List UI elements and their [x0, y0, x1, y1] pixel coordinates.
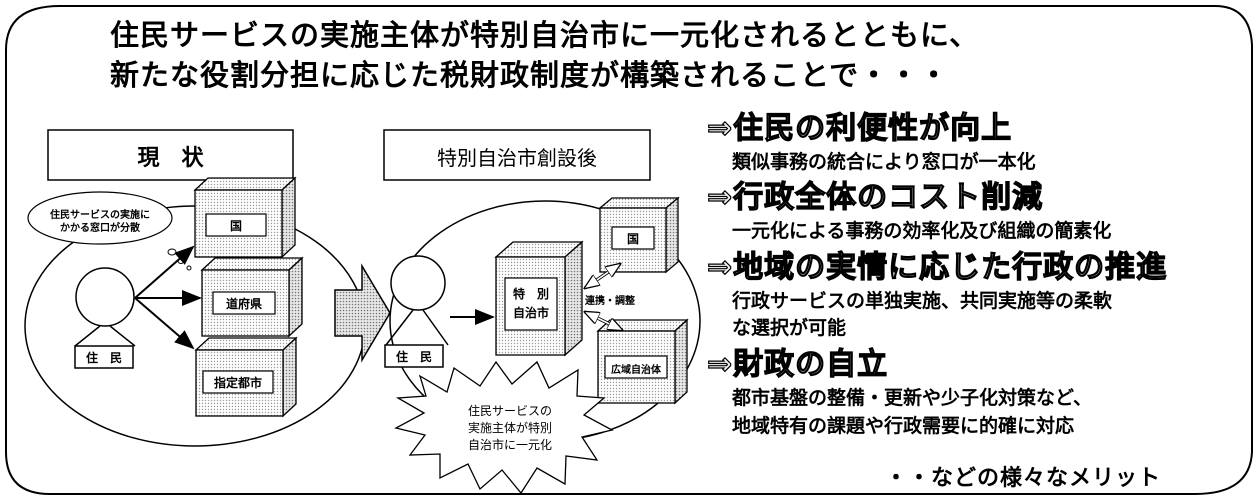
- burst-line-1: 住民サービスの: [467, 404, 552, 418]
- current-title-box: [47, 129, 294, 181]
- resident-head-mid: [390, 255, 446, 311]
- special-city-label-2: 自治市: [512, 306, 549, 320]
- box-prefecture-current: [200, 256, 304, 338]
- box-country-after: [598, 196, 680, 274]
- resident-label-mid: 住 民: [395, 350, 432, 364]
- benefit-detail-regional-1: 行政サービスの単独実施、共同実施等の柔軟: [732, 290, 1113, 312]
- prefecture-label: 道府県: [225, 297, 262, 311]
- benefit-detail-cost: 一元化による事務の効率化及び組織の簡素化: [732, 220, 1112, 242]
- benefit-detail-fiscal-1: 都市基盤の整備・更新や少子化対策など、: [732, 387, 1093, 409]
- benefit-title-cost: ⇒行政全体のコスト削減: [706, 179, 1044, 215]
- thought-cloud: [27, 191, 173, 245]
- box-country-current: [193, 176, 297, 259]
- resident-box-mid: [384, 344, 444, 368]
- regional-body-label: 広域自治体: [611, 365, 661, 376]
- headline-line-2: 新たな役割分担に応じた税財政制度が構築されることで・・・: [110, 58, 950, 92]
- thought-bubble-line-1: 住民サービスの実施に: [50, 210, 150, 221]
- benefit-detail-regional-2: な選択が可能: [732, 317, 847, 339]
- burst-line-3: 自治市に一元化: [467, 438, 552, 452]
- transition-arrow: [334, 263, 391, 363]
- resident-box-left: [74, 345, 134, 369]
- thought-bubble-line-2: かかる窓口が分散: [60, 223, 140, 234]
- resident-head-left: [75, 267, 135, 327]
- resident-label-left: 住 民: [85, 351, 122, 365]
- benefit-title-regional: ⇒地域の実情に応じた行政の推進: [706, 249, 1168, 285]
- burst-callout: [394, 360, 614, 495]
- benefit-title-convenience: ⇒住民の利便性が向上: [706, 110, 1013, 146]
- special-city-label-1: 特 別: [512, 287, 549, 301]
- headline-line-1: 住民サービスの実施主体が特別自治市に一元化されるとともに、: [110, 18, 980, 52]
- after-title: 特別自治市創設後: [437, 146, 597, 170]
- box-special-city: [494, 240, 584, 357]
- burst-line-2: 実施主体が特別: [467, 421, 552, 435]
- benefit-detail-fiscal-2: 地域特有の課題や行政需要に的確に対応: [732, 415, 1075, 437]
- cooperation-label: 連携・調整: [585, 296, 635, 307]
- benefit-title-fiscal: ⇒財政の自立: [706, 346, 889, 382]
- outer-frame: [5, 5, 1253, 495]
- designated-city-label: 指定都市: [213, 376, 262, 390]
- footer-note: ・・などの様々なメリット: [885, 466, 1162, 491]
- country-label-after: 国: [626, 232, 639, 246]
- after-title-box: [383, 129, 651, 181]
- country-label-current: 国: [229, 219, 242, 233]
- current-title: 現 状: [137, 146, 204, 171]
- box-designated-city-current: [194, 336, 298, 418]
- benefit-detail-convenience: 類似事務の統合により窓口が一本化: [732, 151, 1036, 173]
